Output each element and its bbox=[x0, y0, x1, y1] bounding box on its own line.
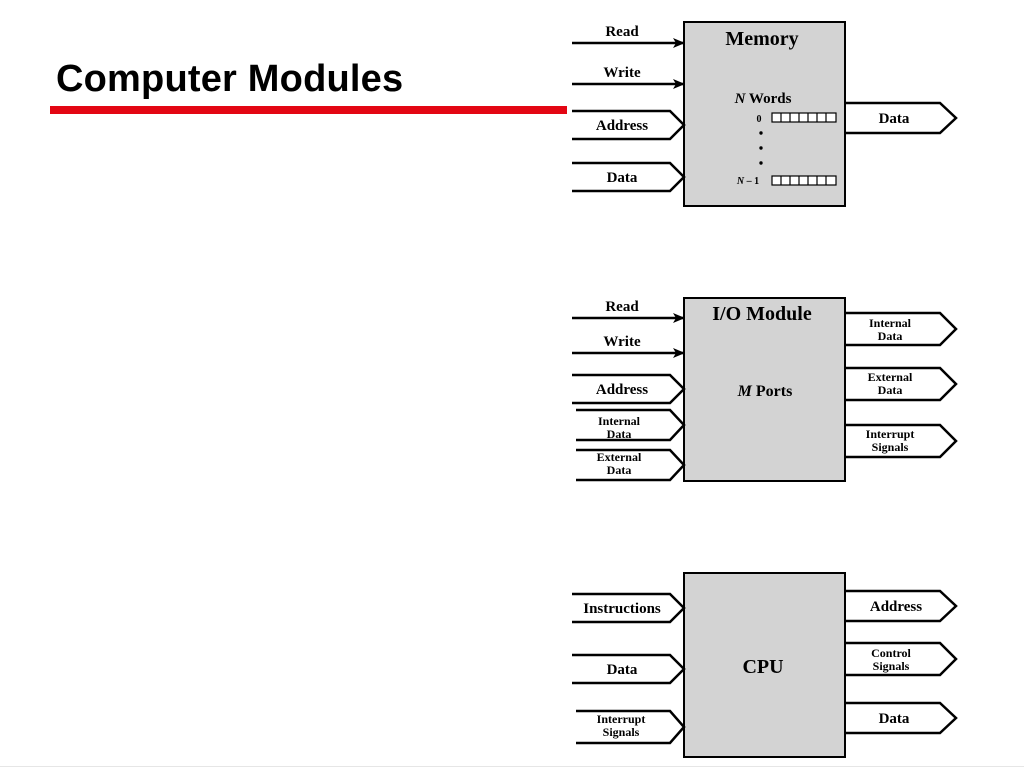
cpu-instructions-label: Instructions bbox=[583, 601, 661, 617]
title-underline bbox=[50, 106, 567, 114]
memory-data-output bbox=[845, 101, 958, 135]
cpu-box bbox=[683, 572, 846, 758]
memory-read-label: Read bbox=[605, 24, 639, 40]
io-read-label: Read bbox=[605, 299, 639, 315]
io-external-data-output bbox=[845, 366, 958, 402]
io-address-label: Address bbox=[596, 382, 648, 398]
io-module-box bbox=[683, 297, 846, 482]
cpu-instructions-input bbox=[572, 592, 686, 624]
cpu-interrupt-signals-input bbox=[576, 709, 686, 745]
io-address-input bbox=[572, 373, 686, 405]
io-interrupt-signals-output bbox=[845, 423, 958, 459]
memory-word-cells-first bbox=[771, 112, 837, 123]
cpu-address-output bbox=[845, 589, 958, 623]
memory-row-first-index: 0 bbox=[757, 114, 762, 125]
slide-bottom-border bbox=[0, 766, 1024, 767]
io-internal-data-output bbox=[845, 311, 958, 347]
memory-address-input bbox=[572, 109, 686, 141]
cpu-address-output-label: Address bbox=[870, 599, 922, 615]
memory-row-last-index: N – 1 bbox=[736, 176, 759, 187]
cpu-data-input-label: Data bbox=[607, 662, 638, 678]
cpu-control-signals-output bbox=[845, 641, 958, 677]
memory-title: Memory bbox=[725, 28, 798, 50]
io-write-label: Write bbox=[603, 334, 641, 350]
cpu-data-output-label: Data bbox=[879, 711, 910, 727]
memory-words-label: N Words bbox=[734, 91, 792, 107]
cpu-data-output bbox=[845, 701, 958, 735]
io-internal-data-input bbox=[576, 408, 686, 442]
memory-word-cells-last bbox=[771, 175, 837, 186]
memory-ellipsis-dots bbox=[759, 131, 763, 165]
cpu-data-input bbox=[572, 653, 686, 685]
memory-address-label: Address bbox=[596, 118, 648, 134]
cpu-title: CPU bbox=[742, 656, 783, 678]
slide-title: Computer Modules bbox=[56, 58, 404, 100]
io-module-title: I/O Module bbox=[712, 303, 812, 325]
memory-data-output-label: Data bbox=[879, 111, 910, 127]
memory-data-input bbox=[572, 161, 686, 193]
io-external-data-input bbox=[576, 448, 686, 482]
memory-data-input-label: Data bbox=[607, 170, 638, 186]
memory-write-label: Write bbox=[603, 65, 641, 81]
io-module-ports-label: M Ports bbox=[737, 383, 793, 400]
